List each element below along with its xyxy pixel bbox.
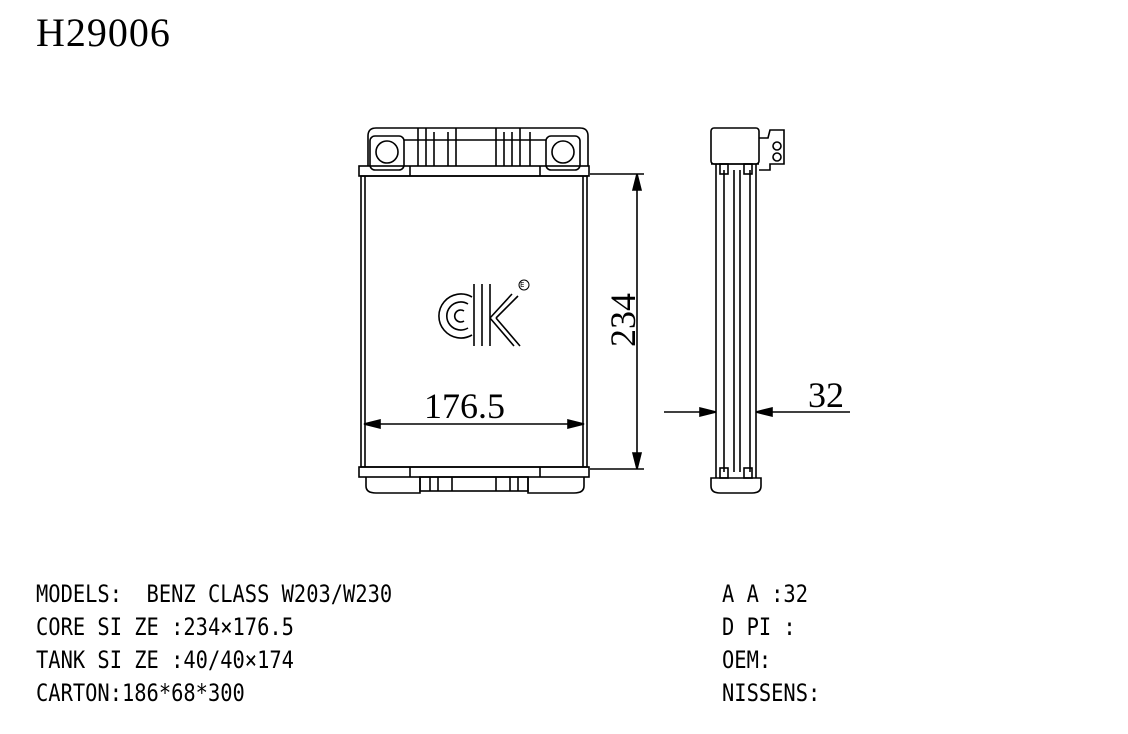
dpi-line: D PI : xyxy=(722,613,796,641)
registered-mark: E xyxy=(520,281,525,289)
specs-right: A A :32 D PI : OEM: NISSENS: xyxy=(722,578,820,710)
width-dimension-label: 176.5 xyxy=(424,386,505,426)
aa-line: A A :32 xyxy=(722,580,808,608)
thickness-dimension-label: 32 xyxy=(808,375,844,415)
carton-line: CARTON:186*68*300 xyxy=(36,679,245,707)
side-view xyxy=(710,127,785,494)
part-number-title: H29006 xyxy=(36,10,171,55)
height-dimension xyxy=(590,173,644,470)
oem-line: OEM: xyxy=(722,646,772,674)
thickness-dimension xyxy=(664,406,850,418)
nissens-line: NISSENS: xyxy=(722,679,821,707)
front-view xyxy=(358,127,590,494)
height-dimension-label: 234 xyxy=(603,293,643,347)
tank-size-line: TANK SI ZE :40/40×174 xyxy=(36,646,294,674)
specs-left: MODELS: BENZ CLASS W203/W230 CORE SI ZE … xyxy=(36,578,392,710)
core-size-line: CORE SI ZE :234×176.5 xyxy=(36,613,294,641)
models-line: MODELS: BENZ CLASS W203/W230 xyxy=(36,580,393,608)
width-dimension xyxy=(363,418,585,430)
ck-logo-icon xyxy=(438,279,530,347)
